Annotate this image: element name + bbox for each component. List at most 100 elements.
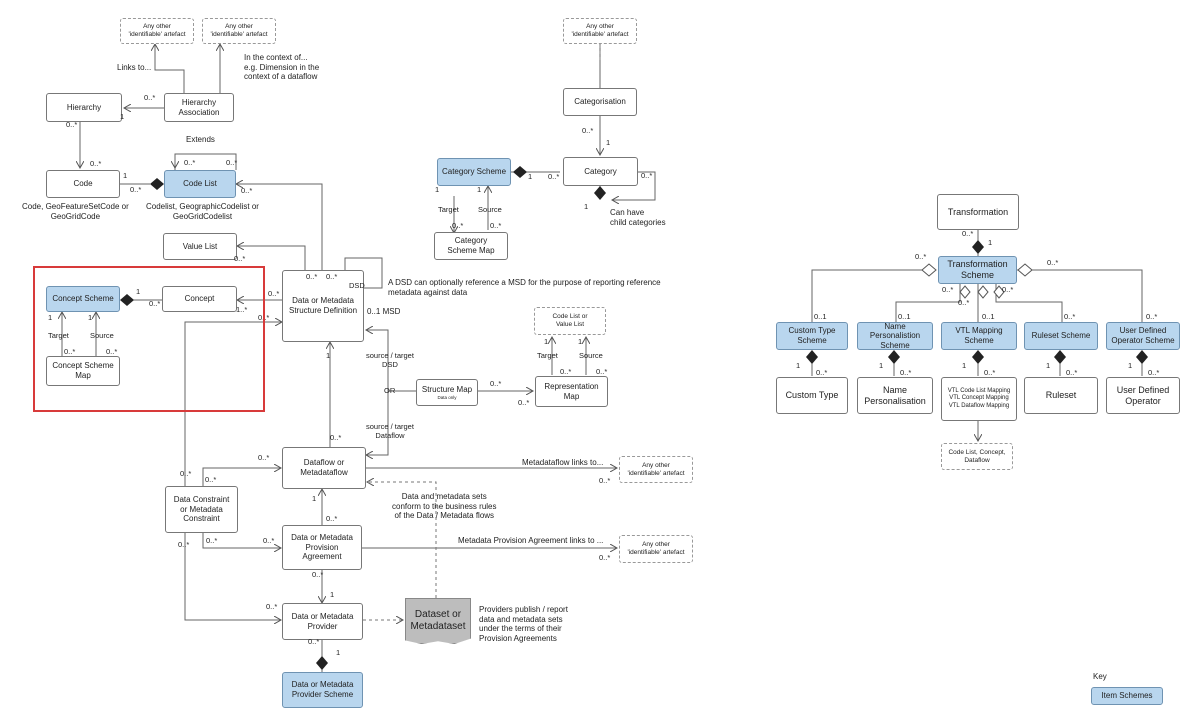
mult: 0..* — [548, 172, 560, 181]
provider-box[interactable]: Data or Metadata Provider — [282, 603, 363, 640]
mult: 0..* — [452, 221, 464, 230]
other-artefact-pa: Any other 'identifiable' artefact — [619, 535, 693, 563]
child-categories-note: Can have child categories — [610, 208, 666, 227]
representation-map-box[interactable]: Representation Map — [535, 376, 608, 407]
mult: 0..* — [268, 289, 280, 298]
other-artefact-3: Any other 'identifiable' artefact — [563, 18, 637, 44]
mult: 1 — [435, 185, 440, 194]
mult: 0..* — [816, 368, 828, 377]
mult: 1 — [988, 238, 993, 247]
src-tgt-dsd-label: source / target DSD — [366, 351, 414, 369]
name-personalisation-scheme-box[interactable]: Name Personalistion Scheme — [857, 322, 933, 350]
msd-label: 0..1 MSD — [367, 307, 401, 316]
mult: 1 — [962, 361, 967, 370]
mult: 0..* — [178, 540, 190, 549]
code-box[interactable]: Code — [46, 170, 120, 198]
mult: 1 — [1046, 361, 1051, 370]
mult: 0..* — [241, 186, 253, 195]
transformation-box[interactable]: Transformation — [937, 194, 1019, 230]
mult: 0..* — [490, 379, 502, 388]
udo-box[interactable]: User Defined Operator — [1106, 377, 1180, 414]
mult: 0..* — [1002, 285, 1014, 294]
mult: 1 — [578, 337, 583, 346]
concept-scheme-map-box[interactable]: Concept Scheme Map — [46, 356, 120, 386]
category-scheme-map-box[interactable]: Category Scheme Map — [434, 232, 508, 260]
hierarchy-box[interactable]: Hierarchy — [46, 93, 122, 122]
mult: 0..* — [1146, 312, 1158, 321]
custom-type-box[interactable]: Custom Type — [776, 377, 848, 414]
mult: 0..* — [149, 299, 161, 308]
highlight-rectangle — [33, 266, 265, 412]
target-label-cat: Target — [438, 205, 459, 214]
mult: 1 — [1128, 361, 1133, 370]
mult: 1 — [336, 648, 341, 657]
concept-box[interactable]: Concept — [162, 286, 237, 312]
mult: 1 — [606, 138, 611, 147]
code-list-box[interactable]: Code List — [164, 170, 236, 198]
vtl-mapping-scheme-box[interactable]: VTL Mapping Scheme — [941, 322, 1017, 350]
mult: 1 — [136, 287, 141, 296]
mult: 0..* — [490, 221, 502, 230]
value-list-box[interactable]: Value List — [163, 233, 237, 260]
mult: 0..* — [560, 367, 572, 376]
mult: 0..* — [984, 368, 996, 377]
constraint-box[interactable]: Data Constraint or Metadata Constraint — [165, 486, 238, 533]
mult: 0..1 — [982, 312, 995, 321]
structure-map-label: Structure Map — [421, 385, 473, 394]
category-scheme-box[interactable]: Category Scheme — [437, 158, 511, 186]
mult: 0..* — [180, 469, 192, 478]
transformation-scheme-box[interactable]: Transformation Scheme — [938, 256, 1017, 284]
ruleset-scheme-box[interactable]: Ruleset Scheme — [1024, 322, 1098, 350]
mult: 0..* — [205, 475, 217, 484]
category-box[interactable]: Category — [563, 157, 638, 186]
key-item-schemes: Item Schemes — [1091, 687, 1163, 705]
mult: 1 — [326, 351, 331, 360]
mult: 0..* — [599, 476, 611, 485]
concept-scheme-box[interactable]: Concept Scheme — [46, 286, 120, 312]
source-label-cs: Source — [90, 331, 114, 340]
mult: 0..* — [582, 126, 594, 135]
categorisation-box[interactable]: Categorisation — [563, 88, 637, 116]
conform-note: Data and metadata sets conform to the bu… — [392, 492, 497, 521]
hierarchy-association-box[interactable]: Hierarchy Association — [164, 93, 234, 122]
mult: 0..* — [234, 254, 246, 263]
mult: 0..* — [130, 185, 142, 194]
mult: 0..* — [900, 368, 912, 377]
provision-agreement-box[interactable]: Data or Metadata Provision Agreement — [282, 525, 362, 570]
mult: 0..* — [312, 570, 324, 579]
udo-scheme-box[interactable]: User Defined Operator Scheme — [1106, 322, 1180, 350]
mult: 0..* — [258, 453, 270, 462]
structure-map-box[interactable]: Structure Map Data only — [416, 379, 478, 406]
dataflow-box[interactable]: Dataflow or Metadataflow — [282, 447, 366, 489]
mult: 1 — [48, 313, 53, 322]
mult: 0..* — [1066, 368, 1078, 377]
other-artefact-1: Any other 'identifiable' artefact — [120, 18, 194, 44]
mult: 0..* — [206, 536, 218, 545]
mult: 0..* — [1064, 312, 1076, 321]
mult: 0..* — [326, 272, 338, 281]
mult: 0..* — [226, 158, 238, 167]
or-label: OR — [384, 386, 396, 395]
mult: 0..* — [266, 602, 278, 611]
dsd-box[interactable]: Data or Metadata Structure Definition — [282, 270, 364, 342]
metadataflow-links-label: Metadataflow links to... — [522, 458, 604, 467]
mult: 1 — [584, 202, 589, 211]
mult: 1 — [120, 112, 125, 121]
ruleset-box[interactable]: Ruleset — [1024, 377, 1098, 414]
mult: 0..* — [64, 347, 76, 356]
provider-scheme-box[interactable]: Data or Metadata Provider Scheme — [282, 672, 363, 708]
dsd-msd-note: A DSD can optionally reference a MSD for… — [388, 278, 661, 297]
mult: 1 — [796, 361, 801, 370]
dataset-shape[interactable]: Dataset or Metadataset — [405, 598, 471, 644]
mult: 0..* — [106, 347, 118, 356]
mult: 0..* — [962, 229, 974, 238]
src-tgt-df-label: source / target Dataflow — [366, 422, 414, 440]
mult: 1 — [544, 337, 549, 346]
custom-type-scheme-box[interactable]: Custom Type Scheme — [776, 322, 848, 350]
mult: 0..* — [596, 367, 608, 376]
other-artefact-dataflow: Any other 'identifiable' artefact — [619, 456, 693, 483]
vtl-mapping-box[interactable]: VTL Code List Mapping VTL Concept Mappin… — [941, 377, 1017, 421]
mult: 0..* — [326, 514, 338, 523]
in-context-label: In the context of... e.g. Dimension in t… — [244, 53, 320, 82]
name-personalisation-box[interactable]: Name Personalisation — [857, 377, 933, 414]
